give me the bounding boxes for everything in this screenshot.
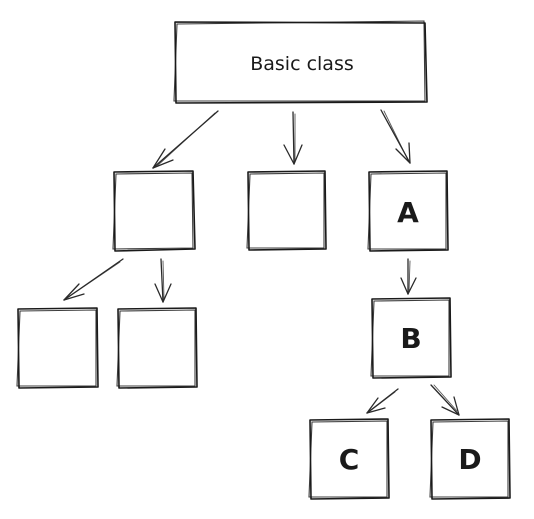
- edge-root-to-left: [152, 110, 219, 169]
- node-d-label: D: [458, 443, 481, 476]
- node-grand-left: [16, 307, 99, 389]
- edge-root-to-middle: [283, 111, 303, 165]
- edge-b-to-c: [366, 388, 399, 414]
- node-d: D: [429, 418, 511, 500]
- node-basic-class-label: Basic class: [250, 53, 354, 75]
- node-child-left: [112, 170, 196, 252]
- node-grand-right: [116, 307, 198, 389]
- edge-left-to-grand-left: [63, 258, 124, 301]
- node-b-label: B: [400, 322, 421, 355]
- node-child-middle: [246, 170, 327, 251]
- node-c: C: [308, 418, 390, 500]
- node-a-label: A: [397, 196, 419, 229]
- node-c-label: C: [339, 443, 360, 476]
- node-a: A: [367, 170, 449, 252]
- node-basic-class: Basic class: [173, 20, 428, 104]
- edge-a-to-b: [400, 258, 417, 295]
- edge-left-to-grand-right: [154, 258, 172, 303]
- node-b: B: [370, 297, 452, 379]
- edge-b-to-d: [430, 384, 460, 416]
- edge-root-to-a: [380, 109, 411, 164]
